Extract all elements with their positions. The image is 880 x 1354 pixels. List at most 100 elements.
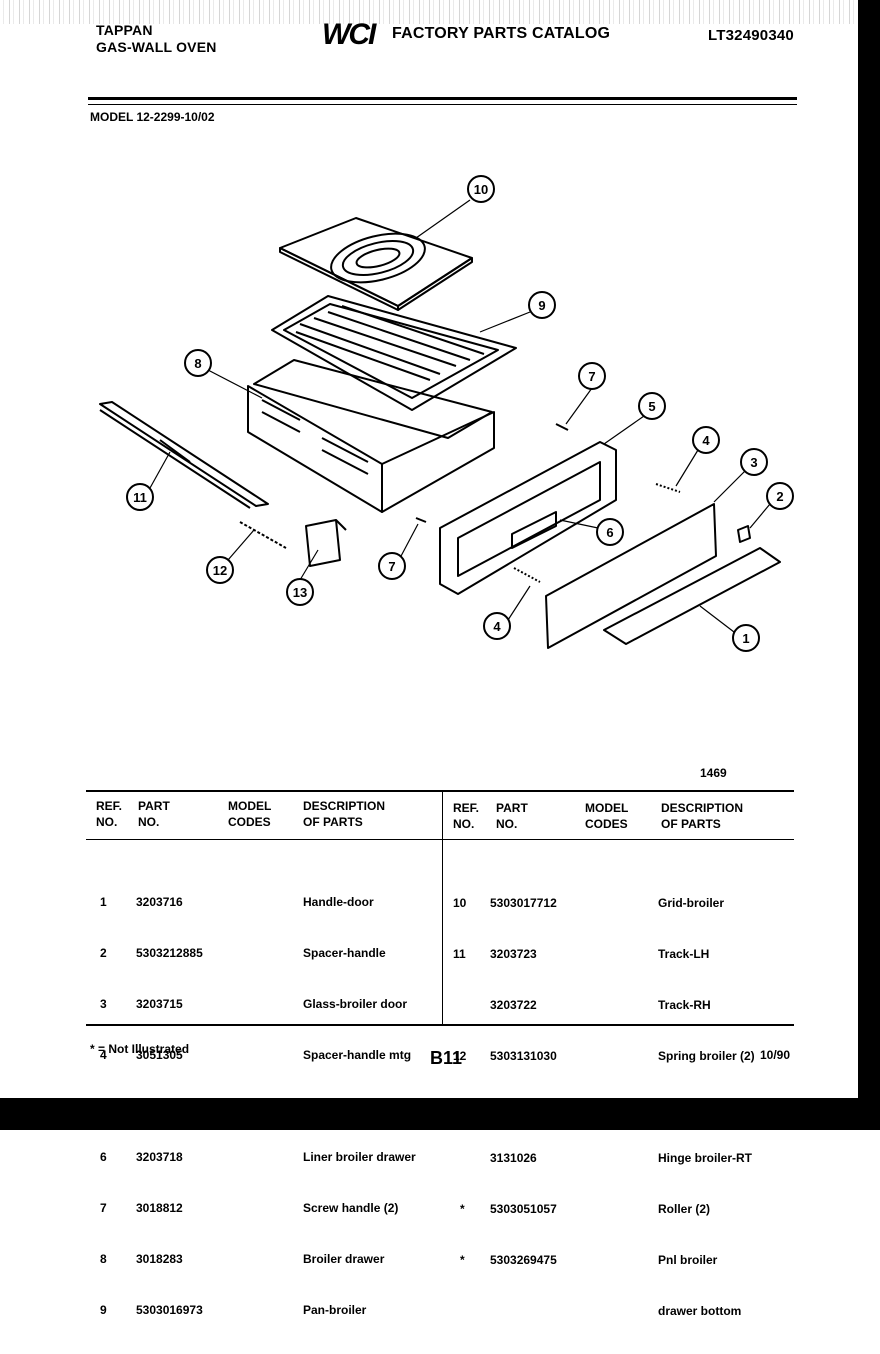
scan-noise-top [0, 0, 880, 24]
table-column-divider [442, 792, 443, 1025]
spacer-mtg-upper-drawing [655, 483, 681, 493]
right-ref-column: 10 11 ​ 12 13 ​ * * [453, 861, 473, 1303]
part-description: Pan-broiler [303, 1303, 367, 1317]
part-number: 5303016973 [136, 1303, 203, 1317]
part-description: Spacer-handle [303, 946, 386, 960]
part-description: Screw handle (2) [303, 1201, 399, 1215]
callout-1: 1 [732, 624, 760, 652]
handle-drawing [603, 547, 781, 645]
svg-text:8: 8 [194, 356, 201, 371]
table-row: 1 [100, 895, 107, 909]
part-description: Grid-broiler [658, 896, 725, 910]
header-rule-thin [88, 104, 797, 105]
callout-12: 12 [206, 556, 234, 584]
wci-logo: WCI [322, 18, 376, 51]
part-number: 3203722 [490, 998, 537, 1012]
part-number: 5303131030 [490, 1049, 557, 1063]
svg-text:5: 5 [648, 399, 655, 414]
callout-13: 13 [286, 578, 314, 606]
grid-broiler-drawing [279, 217, 473, 311]
svg-text:7: 7 [388, 559, 395, 574]
left-ref-column: 1 2 3 4 5 6 7 8 9 [100, 860, 120, 1353]
trim-frame-drawing [439, 441, 617, 595]
spacer-mtg-lower-drawing [513, 567, 541, 583]
callout-9: 9 [528, 291, 556, 319]
callout-2: 2 [766, 482, 794, 510]
svg-text:4: 4 [493, 619, 501, 634]
part-number: 5303212885 [136, 946, 203, 960]
spring-drawing [239, 521, 287, 549]
table-row: 2 [100, 946, 107, 960]
right-desc-column: Grid-broiler Track-LH Track-RH Spring br… [658, 861, 755, 1354]
part-description: Hinge broiler-LT [658, 1100, 750, 1114]
model-number: MODEL 12-2299-10/02 [90, 110, 215, 124]
leader-lines [149, 199, 771, 633]
part-description: Glass-broiler door [303, 997, 408, 1011]
scan-border-right [858, 0, 880, 1130]
table-row: 11 [453, 947, 466, 961]
part-number: 3203715 [136, 997, 183, 1011]
hinge-drawing [305, 519, 347, 567]
svg-text:11: 11 [133, 490, 147, 505]
part-description: drawer bottom [658, 1304, 742, 1318]
part-description: Broiler drawer [303, 1252, 385, 1266]
table-row: 13 [453, 1100, 467, 1114]
table-row: 12 [453, 1049, 467, 1063]
broiler-drawer-drawing [247, 359, 495, 513]
svg-text:9: 9 [538, 298, 545, 313]
callout-4-lower: 4 [483, 612, 511, 640]
table-row: 10 [453, 896, 467, 910]
revision-date: 10/90 [760, 1048, 791, 1062]
header-ref-left: REF.NO. [96, 799, 123, 829]
broiler-pan-drawing [271, 295, 517, 411]
track-drawing [99, 401, 269, 509]
callout-3: 3 [740, 448, 768, 476]
svg-text:7: 7 [588, 369, 595, 384]
spacer-drawing [737, 525, 751, 543]
part-number: 3131026 [490, 1151, 537, 1165]
table-row: * [460, 1202, 465, 1216]
catalog-code: LT32490340 [708, 27, 794, 44]
brand-name: TAPPAN [96, 22, 153, 38]
figure-number: 1469 [700, 766, 727, 780]
callout-4-upper: 4 [692, 426, 720, 454]
part-description: Spacer-handle mtg [303, 1048, 412, 1062]
part-number: 3018812 [136, 1201, 183, 1215]
screw-upper-drawing [555, 423, 569, 431]
table-row: ​ [453, 1150, 473, 1167]
callout-8: 8 [184, 349, 212, 377]
glass-door-drawing [545, 503, 717, 649]
svg-text:6: 6 [606, 525, 613, 540]
part-number: 3203723 [490, 947, 537, 961]
callout-5: 5 [638, 392, 666, 420]
callout-7-lower: 7 [378, 552, 406, 580]
part-description: Track-LH [658, 947, 710, 961]
part-number: 3051305 [136, 1048, 183, 1062]
table-row: 9 [100, 1303, 107, 1317]
part-description: Liner broiler drawer [303, 1150, 416, 1164]
part-number: 3203718 [136, 1150, 183, 1164]
parts-catalog-page: TAPPAN GAS-WALL OVEN WCI FACTORY PARTS C… [0, 0, 880, 1318]
svg-text:4: 4 [702, 433, 710, 448]
part-number: 5303051057 [490, 1202, 557, 1216]
part-description: Spring broiler (2) [658, 1049, 755, 1063]
table-row: 7 [100, 1201, 107, 1215]
svg-text:10: 10 [474, 182, 488, 197]
catalog-title: FACTORY PARTS CATALOG [392, 25, 611, 42]
part-number: 5303269475 [490, 1253, 557, 1267]
svg-text:2: 2 [776, 489, 783, 504]
page-number: B11 [430, 1048, 463, 1068]
header-ref-right: REF.NO. [453, 801, 480, 831]
svg-text:1: 1 [742, 631, 749, 646]
table-row: 4 [100, 1048, 107, 1062]
part-number: 5303131029 [490, 1100, 557, 1114]
table-row: 3 [100, 997, 107, 1011]
part-number: 3203716 [136, 895, 183, 909]
table-row: 5 [100, 1099, 107, 1113]
